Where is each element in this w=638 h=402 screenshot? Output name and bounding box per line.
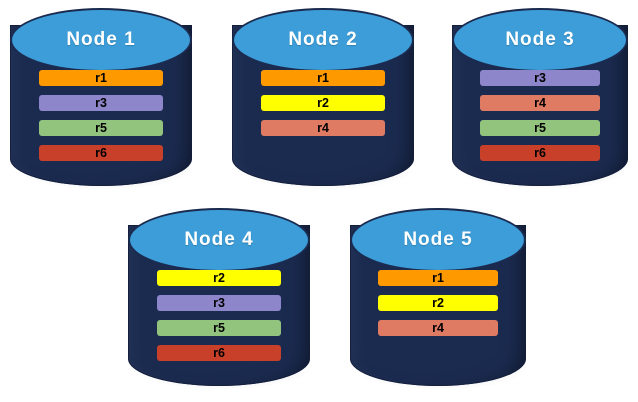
record-bar[interactable]: r1 [261,70,385,86]
node-title: Node 3 [505,29,575,50]
record-bar[interactable]: r5 [157,320,281,336]
database-node[interactable]: Node 2 r1 r2 r4 [232,8,416,190]
record-bar[interactable]: r5 [39,120,163,136]
node-title: Node 1 [66,29,136,50]
record-list: r3 r4 r5 r6 [452,70,628,161]
record-list: r2 r3 r5 r6 [128,270,310,361]
database-node[interactable]: Node 5 r1 r2 r4 [350,208,528,390]
record-bar[interactable]: r4 [378,320,498,336]
cylinder-top-icon: Node 5 [350,208,526,272]
record-bar[interactable]: r1 [39,70,163,86]
record-list: r1 r2 r4 [350,270,526,336]
record-bar[interactable]: r3 [39,95,163,111]
record-bar[interactable]: r5 [480,120,600,136]
cylinder-top-icon: Node 1 [10,8,192,72]
record-bar[interactable]: r4 [261,120,385,136]
record-list: r1 r2 r4 [232,70,414,136]
node-title: Node 2 [288,29,358,50]
record-bar[interactable]: r1 [378,270,498,286]
database-node[interactable]: Node 1 r1 r3 r5 r6 [10,8,194,190]
record-bar[interactable]: r6 [480,145,600,161]
database-node[interactable]: Node 3 r3 r4 r5 r6 [452,8,630,190]
node-title: Node 4 [184,229,254,250]
database-node[interactable]: Node 4 r2 r3 r5 r6 [128,208,312,390]
record-bar[interactable]: r2 [261,95,385,111]
record-bar[interactable]: r6 [157,345,281,361]
record-bar[interactable]: r2 [378,295,498,311]
record-bar[interactable]: r4 [480,95,600,111]
record-bar[interactable]: r3 [157,295,281,311]
node-title: Node 5 [403,229,473,250]
record-bar[interactable]: r6 [39,145,163,161]
record-bar[interactable]: r2 [157,270,281,286]
cylinder-top-icon: Node 3 [452,8,628,72]
record-bar[interactable]: r3 [480,70,600,86]
record-list: r1 r3 r5 r6 [10,70,192,161]
cylinder-top-icon: Node 2 [232,8,414,72]
cylinder-top-icon: Node 4 [128,208,310,272]
